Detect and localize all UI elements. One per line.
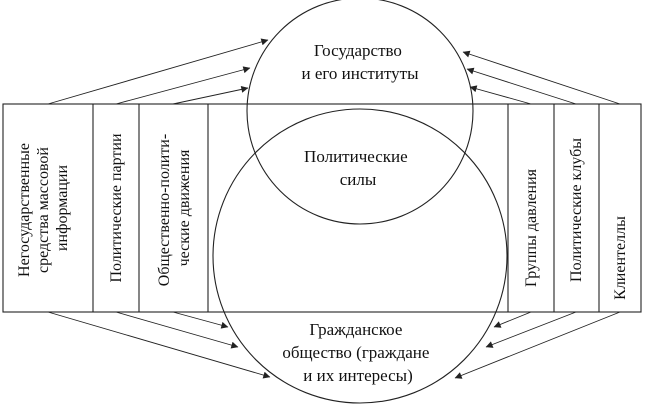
column-media: Негосударственные средства массовой инфо… (16, 139, 71, 277)
arrow-right-bottom (454, 311, 621, 379)
civil-society-line: и их интересы) (303, 366, 412, 385)
civil-society-line: Гражданское (309, 320, 402, 339)
column-pressure-groups-line: Группы давления (523, 168, 540, 287)
column-media-line: Негосударственные (16, 143, 33, 277)
column-parties-line: Политические партии (108, 133, 125, 283)
political-forces-line: Политические (304, 147, 408, 166)
arrow-left-bottom (115, 311, 239, 349)
civil-society-label: Гражданское общество (граждане и их инте… (282, 320, 433, 385)
state-label-line: и его институты (301, 64, 419, 83)
arrow-right-top (466, 67, 577, 105)
state-circle (246, 0, 474, 225)
column-pressure-groups: Группы давления (523, 168, 540, 287)
arrow-right-bottom (493, 311, 532, 328)
svg-text:Общественно-полити- ческ: Общественно-полити- ческие движения (156, 130, 193, 286)
column-political-clubs-line: Политические клубы (568, 138, 585, 282)
column-political-clubs: Политические клубы (568, 138, 585, 282)
svg-text:Политические клубы: Политические клубы (568, 138, 585, 282)
civil-society-circle (212, 108, 508, 404)
political-forces-label: Политические силы (304, 147, 412, 189)
column-movements-line: ческие движения (176, 149, 193, 266)
state-label: Государство и его институты (301, 41, 419, 83)
column-clientele: Клиентеллы (612, 216, 629, 300)
arrow-left-bottom (47, 311, 271, 379)
state-label-line: Государство (314, 41, 402, 60)
column-movements-line: Общественно-полити- (156, 134, 173, 286)
svg-text:Политические партии: Политические партии (108, 133, 125, 283)
political-forces-line: силы (340, 170, 377, 189)
arrow-right-bottom (485, 311, 577, 348)
arrow-left-top (47, 38, 269, 105)
column-parties: Политические партии (108, 133, 125, 283)
arrow-right-top (469, 85, 532, 105)
civil-society-line: общество (граждане (282, 343, 429, 362)
column-media-line: информации (54, 165, 71, 251)
column-media-line: средства массовой (35, 147, 52, 273)
arrow-left-top (172, 85, 249, 105)
arrow-right-top (462, 50, 621, 105)
svg-text:Группы давления: Группы давления (523, 168, 540, 287)
arrow-left-top (115, 66, 251, 105)
svg-text:Негосударственные средст: Негосударственные средства массовой инфо… (16, 139, 71, 277)
svg-text:Клиентеллы: Клиентеллы (612, 216, 629, 300)
columns-band (2, 103, 642, 313)
arrow-left-bottom (172, 311, 229, 329)
column-clientele-line: Клиентеллы (612, 216, 629, 300)
column-movements: Общественно-полити- ческие движения (156, 130, 193, 286)
